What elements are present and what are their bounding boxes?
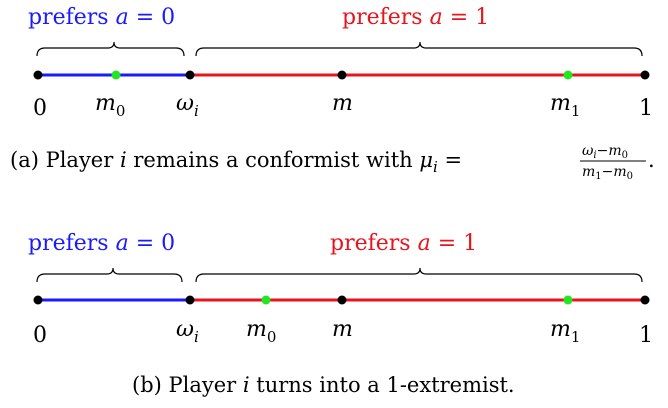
panel-b-label-1: 1 — [639, 323, 653, 348]
panel-b-right-brace — [195, 267, 643, 283]
panel-a-point-m0 — [111, 70, 121, 80]
panel-b-right-region-label: prefers a = 1 — [330, 231, 477, 256]
panel-a-fraction-numerator: ωi−m0 — [582, 143, 628, 161]
panel-a-left-brace — [36, 41, 185, 57]
panel-b-point-m — [337, 295, 347, 305]
panel-b-left-brace — [36, 267, 183, 283]
panel-a-left-region-label: prefers a = 0 — [28, 5, 175, 30]
panel-b-point-1 — [640, 295, 650, 305]
panel-a-label-0: 0 — [33, 96, 47, 121]
panel-b-point-m1 — [563, 295, 573, 305]
panel-b-label-m: m — [332, 317, 353, 342]
panel-a-label-m: m — [332, 91, 353, 116]
panel-b-label-0: 0 — [33, 323, 47, 348]
panel-b-point-omega — [185, 295, 195, 305]
panel-a-point-0 — [33, 70, 43, 80]
panel-b-label-m1: m1 — [550, 317, 580, 346]
panel-a-point-omega — [185, 70, 195, 80]
panel-a-right-region-label: prefers a = 1 — [342, 5, 489, 30]
panel-b: prefers a = 0 prefers a = 1 0 ωi m0 m m1… — [28, 231, 653, 397]
panel-a-point-m — [337, 70, 347, 80]
panel-a-caption-period: . — [648, 148, 655, 172]
panel-b-left-region-label: prefers a = 0 — [28, 231, 175, 256]
panel-a-label-m1: m1 — [550, 91, 580, 120]
panel-a-fraction: ωi−m0 m1−m0 . — [580, 143, 655, 182]
panel-b-point-0 — [33, 295, 43, 305]
panel-b-caption: (b) Player i turns into a 1-extremist. — [132, 373, 515, 397]
panel-b-label-omega: ωi — [176, 317, 199, 346]
panel-a-caption: (a) Player i remains a conformist with μ… — [10, 148, 462, 176]
panel-a-label-omega: ωi — [176, 91, 199, 120]
panel-a-point-1 — [640, 70, 650, 80]
panel-a-right-brace — [195, 41, 643, 57]
panel-b-point-m0 — [261, 295, 271, 305]
panel-a-label-1: 1 — [639, 96, 653, 121]
panel-a-fraction-denominator: m1−m0 — [582, 164, 633, 182]
panel-a: prefers a = 0 prefers a = 1 0 m0 ωi m m1… — [10, 5, 655, 182]
panel-a-label-m0: m0 — [95, 91, 125, 120]
panel-a-point-m1 — [563, 70, 573, 80]
panel-b-label-m0: m0 — [246, 317, 276, 346]
